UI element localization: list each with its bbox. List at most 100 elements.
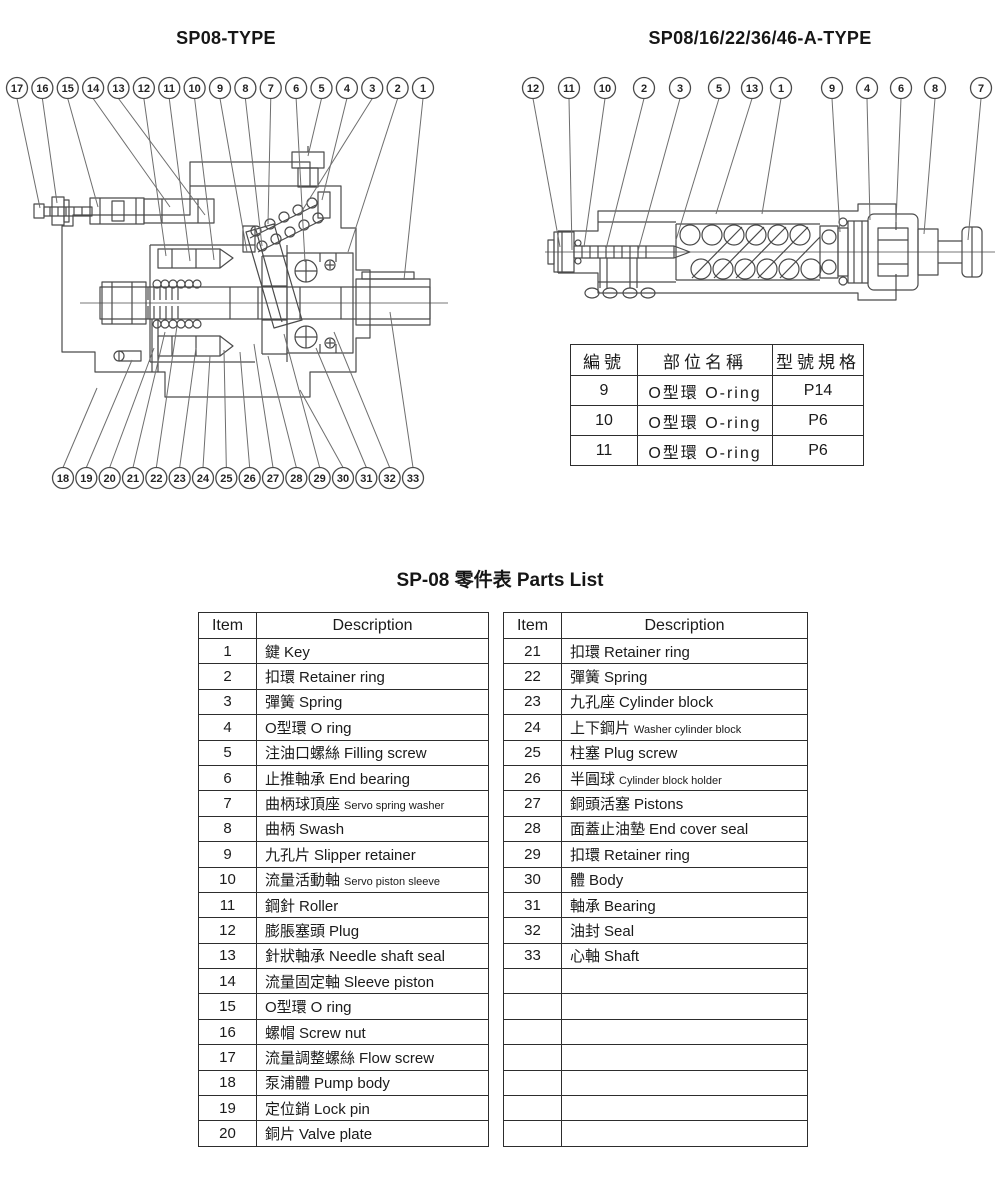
callout-number: 29: [314, 473, 326, 485]
parts-description-en: Filling screw: [344, 745, 427, 763]
callout-circle-15: [56, 76, 79, 100]
callout-circle-13: [740, 76, 764, 100]
callout-circle-20: [98, 466, 121, 490]
parts-description-zh: 曲柄: [265, 821, 296, 839]
callout-circle-13: [107, 76, 130, 100]
callout-number: 16: [36, 83, 48, 95]
valve-pilot-rod: [573, 245, 691, 299]
callout-circle-10: [593, 76, 617, 100]
callout-number: 14: [87, 83, 100, 95]
callout-number: 7: [978, 83, 984, 95]
parts-description-zh: 扣環: [570, 846, 601, 864]
callout-number: 12: [527, 83, 539, 95]
callout-number: 22: [150, 473, 162, 485]
callout-number: 13: [746, 83, 758, 95]
parts-description-zh: 九孔座: [570, 694, 616, 712]
parts-description-en: Spring: [299, 694, 343, 712]
callout-leader-line: [532, 98, 561, 248]
callout-number: 13: [112, 83, 124, 95]
parts-description-zh: 曲柄球頂座: [265, 796, 341, 814]
parts-item-number: 21: [503, 637, 562, 665]
callout-circle-32: [378, 466, 401, 490]
callout-number: 9: [217, 83, 223, 95]
callout-leader-line: [118, 98, 206, 216]
callout-number: 31: [360, 473, 372, 485]
parts-item-number: [503, 968, 562, 995]
parts-item-number: 24: [503, 714, 562, 741]
callout-leader-line: [155, 325, 178, 468]
callout-leader-line: [389, 311, 414, 468]
callout-number: 11: [563, 83, 575, 95]
callout-circle-30: [331, 466, 355, 490]
callout-circle-25: [215, 466, 238, 490]
callout-leader-line: [895, 98, 902, 223]
callout-leader-line: [92, 98, 171, 208]
parts-description: [561, 968, 808, 995]
callout-circle-24: [191, 466, 215, 490]
parts-description-en: Valve plate: [299, 1126, 373, 1144]
valve-adjust-rod: [938, 240, 962, 264]
oring-cell-spec: P6: [772, 405, 864, 436]
parts-description-zh: 彈簧: [265, 694, 296, 712]
parts-item-number: 19: [198, 1095, 257, 1122]
parts-description-zh: 銅片: [265, 1126, 296, 1144]
parts-description-zh: 油封: [570, 922, 601, 940]
callout-number: 20: [104, 473, 116, 485]
parts-description-en: Swash: [299, 821, 345, 839]
callout-number: 27: [267, 473, 279, 485]
oring-header-row: 編號 部位名稱 型號規格: [570, 344, 864, 376]
parts-description-zh: 流量固定軸: [265, 973, 341, 991]
pump-cross-section-drawing: [33, 146, 448, 398]
parts-description: [561, 1069, 808, 1097]
callout-circle-28: [285, 466, 308, 490]
parts-item-number: 4: [198, 714, 257, 741]
callout-leader-line: [333, 331, 391, 468]
callout-number: 15: [62, 83, 74, 95]
parts-item-number: 14: [198, 968, 257, 995]
filling-screw-bolt: [291, 146, 325, 188]
parts-description-zh: 泵浦體: [265, 1075, 311, 1093]
oring-header-spec: 型號規格: [772, 344, 864, 376]
parts-description-en: Retainer ring: [299, 669, 385, 687]
callout-leader-line: [283, 333, 321, 468]
parts-item-number: 20: [198, 1120, 257, 1147]
callout-circle-22: [145, 466, 168, 490]
parts-description-en: End cover seal: [649, 821, 749, 839]
callout-circle-16: [31, 76, 54, 100]
parts-header-row: Item Description: [503, 612, 808, 639]
parts-item-number: [503, 1069, 562, 1097]
callout-circle-7: [259, 76, 282, 100]
parts-row-empty: [503, 1069, 808, 1097]
callout-number: 6: [898, 83, 904, 95]
servo-springs: [152, 279, 202, 329]
callout-leader-line: [605, 98, 645, 250]
oring-cell-no: 9: [570, 375, 638, 406]
parts-description-zh: 扣環: [570, 643, 601, 661]
parts-description-zh: 體: [570, 872, 586, 890]
parts-description-en: Bearing: [604, 897, 656, 915]
oring-cell-name: O型環 O-ring: [637, 375, 773, 406]
callout-circle-10: [183, 76, 206, 100]
parts-description: [561, 993, 808, 1020]
callout-leader-line: [295, 98, 306, 263]
right-diagram-title: SP08/16/22/36/46-A-TYPE: [648, 28, 872, 48]
parts-description-zh: 上下鋼片: [570, 719, 631, 737]
parts-item-number: [503, 1095, 562, 1122]
